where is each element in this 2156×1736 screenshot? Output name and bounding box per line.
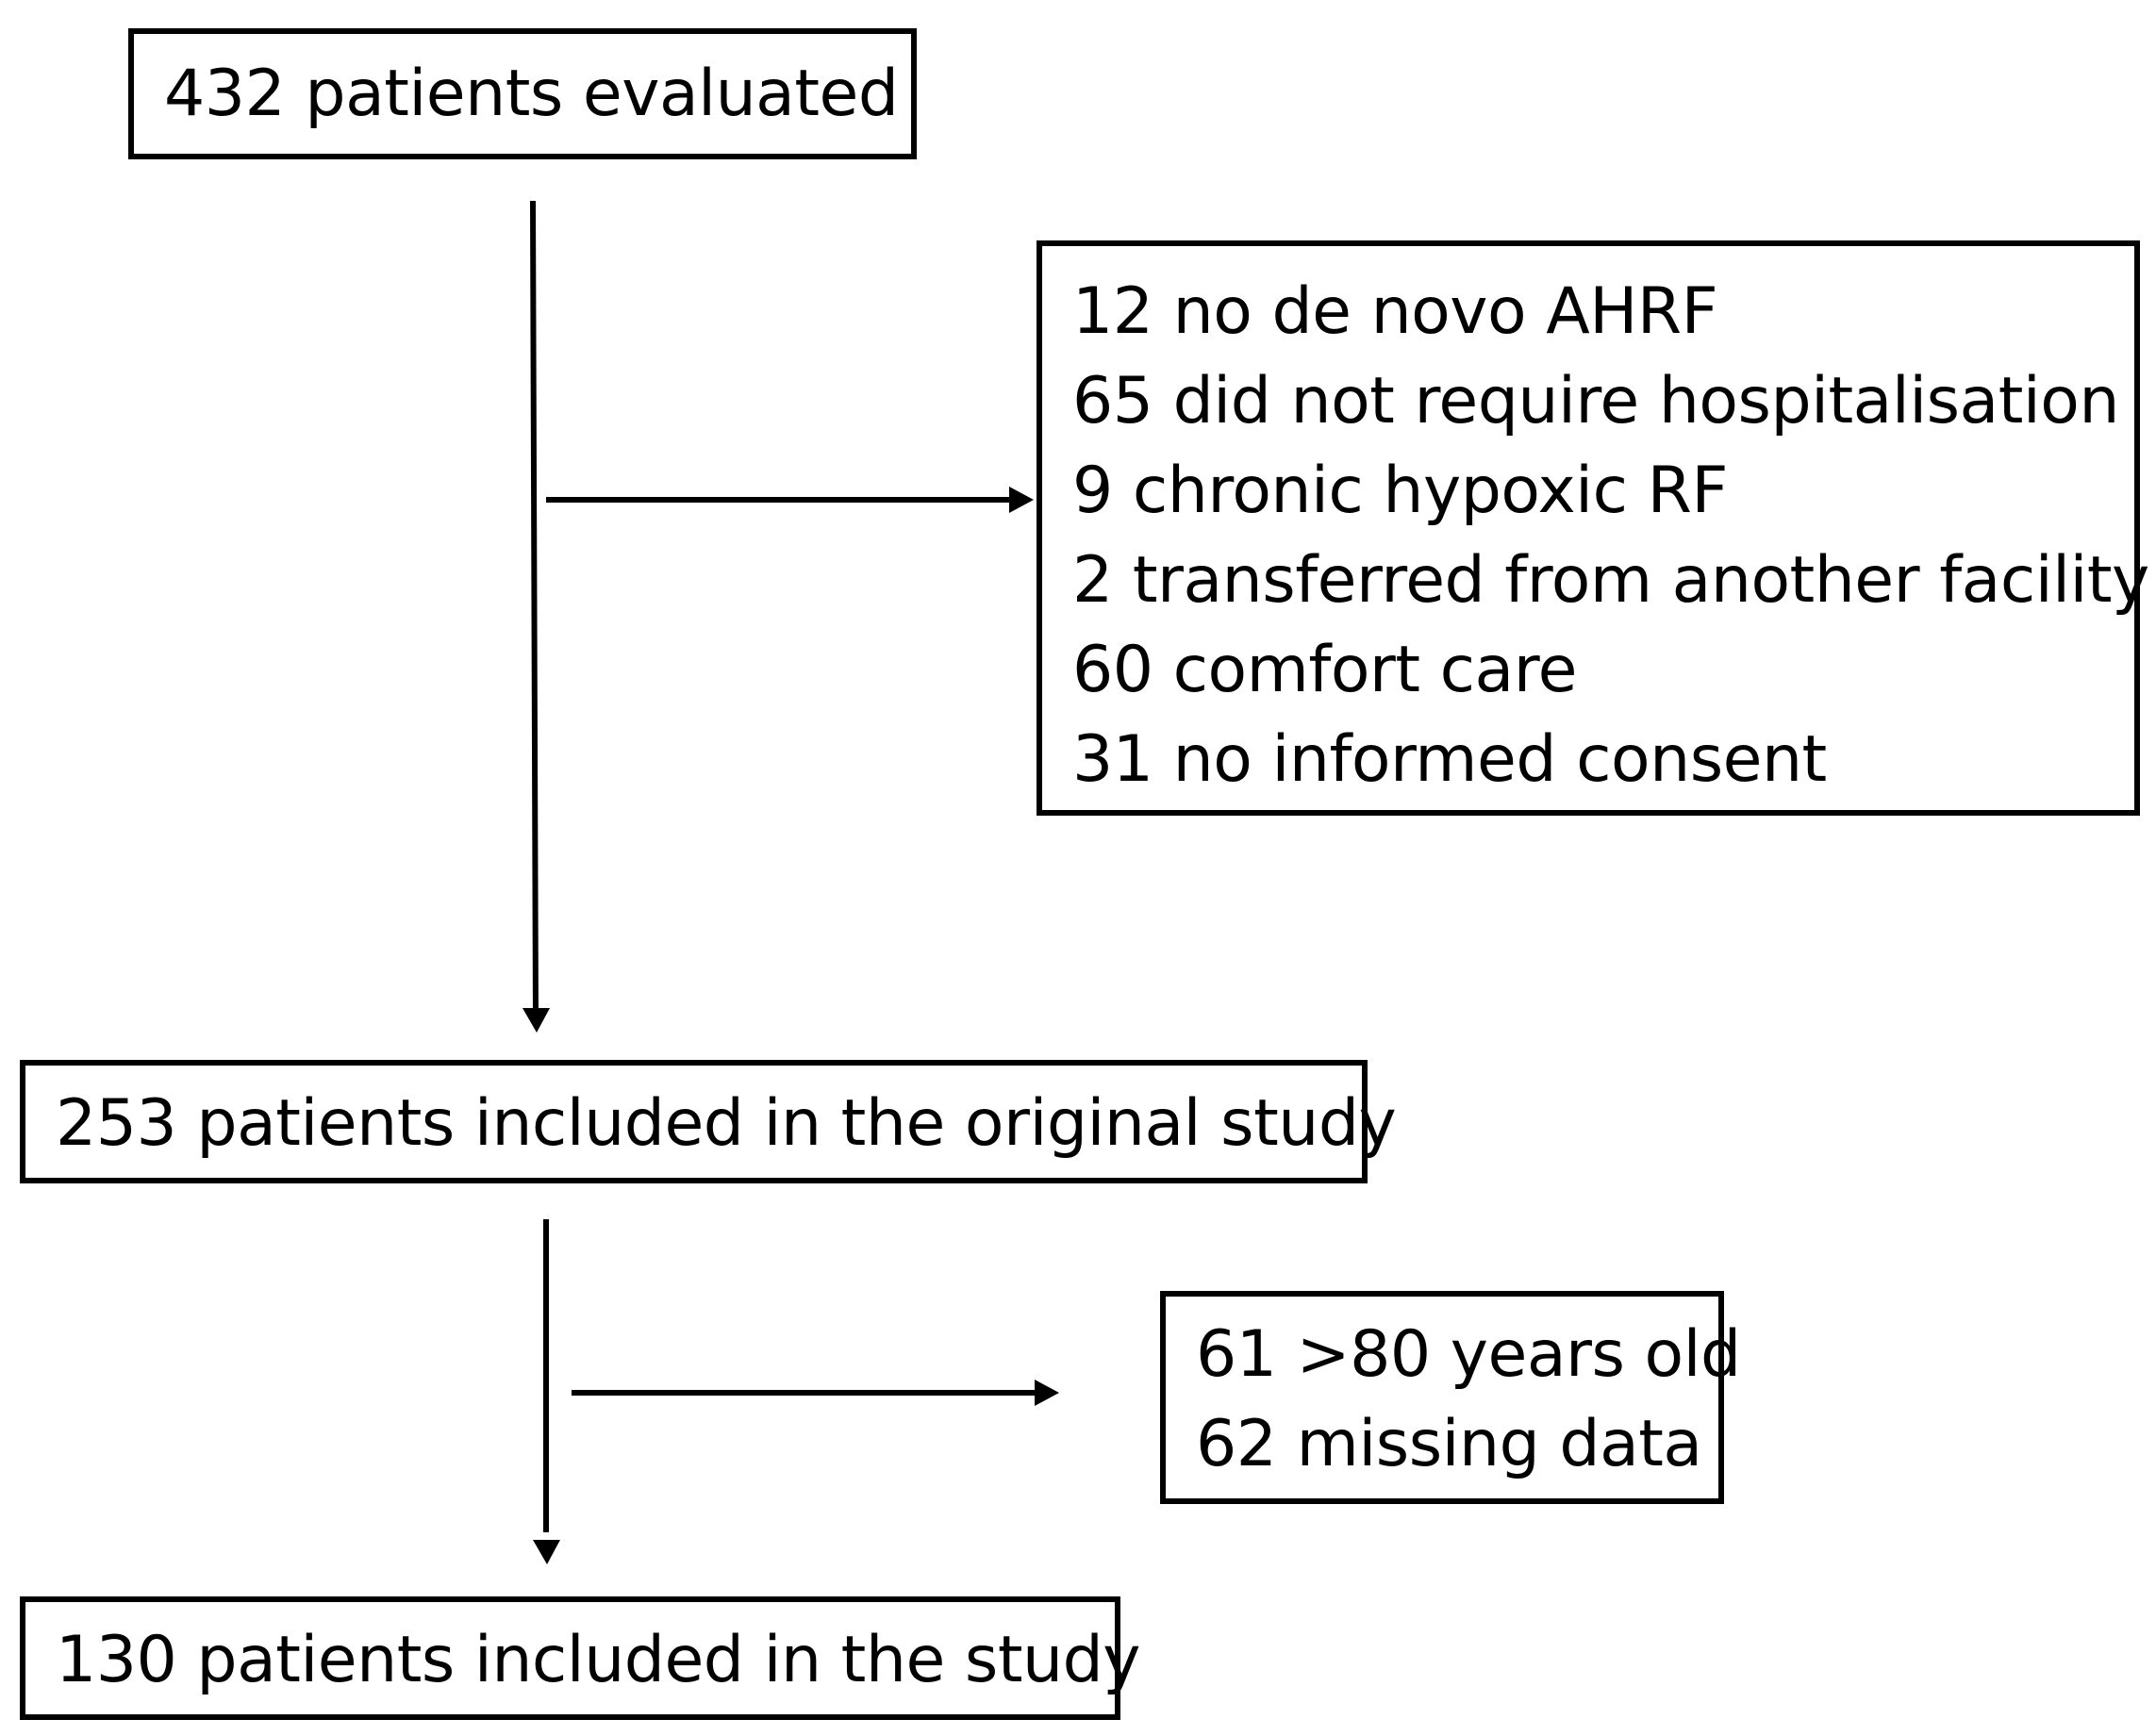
exclusion-reason-item: 60 comfort care xyxy=(1072,633,1578,707)
exclusion-reason-item: 65 did not require hospitalisation xyxy=(1072,364,2119,438)
exclusion-reason-item: 2 transferred from another facility xyxy=(1072,543,2149,618)
exclusion-reason-item: 9 chronic hypoxic RF xyxy=(1072,454,1728,528)
secondary-exclusion-box: 61 >80 years old 62 missing data xyxy=(1160,1291,1741,1504)
exclusion-reason-item: 12 no de novo AHRF xyxy=(1072,274,1718,349)
arrowhead-right-1 xyxy=(1009,487,1034,513)
original-study-text: 253 patients included in the original st… xyxy=(56,1086,1397,1161)
arrowhead-down-2 xyxy=(533,1540,560,1564)
arrowhead-down-1 xyxy=(522,1008,550,1033)
secondary-exclusion-item: 62 missing data xyxy=(1196,1407,1702,1481)
arrowhead-right-2 xyxy=(1035,1380,1059,1406)
arrow-evaluated-to-original xyxy=(530,200,539,1024)
exclusion-reasons-box: 12 no de novo AHRF 65 did not require ho… xyxy=(1037,240,2149,816)
final-study-box: 130 patients included in the study xyxy=(20,1596,1141,1720)
patients-evaluated-text: 432 patients evaluated xyxy=(164,57,899,131)
secondary-exclusion-item: 61 >80 years old xyxy=(1196,1317,1741,1392)
patients-evaluated-box: 432 patients evaluated xyxy=(128,28,917,159)
final-study-text: 130 patients included in the study xyxy=(56,1623,1141,1697)
exclusion-reason-item: 31 no informed consent xyxy=(1072,722,1827,797)
original-study-box: 253 patients included in the original st… xyxy=(20,1060,1397,1183)
